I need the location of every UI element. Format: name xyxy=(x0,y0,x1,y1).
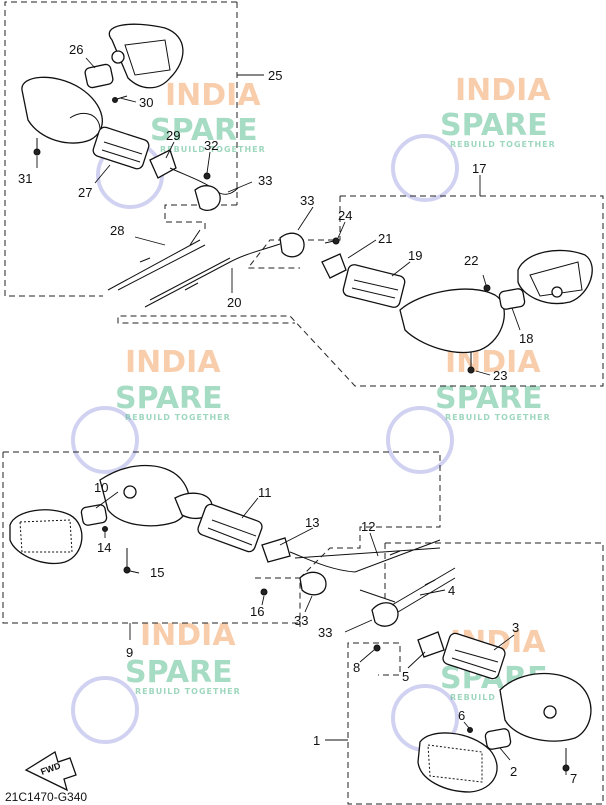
bulb-2 xyxy=(484,728,512,750)
callout-14: 14 xyxy=(97,540,111,555)
stay-3 xyxy=(442,632,506,680)
callout-9: 9 xyxy=(126,645,133,660)
grommet-33-top xyxy=(194,185,221,211)
callout-27: 27 xyxy=(78,185,92,200)
watermark-line1: INDIA xyxy=(125,345,221,380)
bulb-18 xyxy=(498,288,526,310)
callout-21: 21 xyxy=(378,231,392,246)
body-23 xyxy=(399,288,505,354)
callout-17: 17 xyxy=(472,161,486,176)
watermark-tagline: REBUILD TOGETHER xyxy=(445,413,551,422)
watermark-line2: SPARE xyxy=(125,655,233,690)
forward-arrow-icon: FWD xyxy=(24,750,77,792)
lens-front-right xyxy=(417,732,498,793)
body-27 xyxy=(21,76,103,144)
watermark-bottom-left: INDIA SPARE REBUILD TOGETHER xyxy=(71,618,241,744)
callout-23: 23 xyxy=(493,368,507,383)
watermark-top-right: INDIA SPARE REBUILD TOGETHER xyxy=(391,73,556,202)
front-left-turn-signal xyxy=(9,464,441,596)
bulb-26 xyxy=(84,63,114,89)
callout-22: 22 xyxy=(464,253,478,268)
watermark-mid-right: INDIA SPARE REBUILD TOGETHER xyxy=(386,345,551,474)
callout-5: 5 xyxy=(402,669,409,684)
callout-10: 10 xyxy=(94,480,108,495)
callout-19: 19 xyxy=(408,248,422,263)
wire-12 xyxy=(289,539,441,573)
callout-8: 8 xyxy=(353,660,360,675)
callout-2: 2 xyxy=(510,764,517,779)
callout-labels: 25 26 30 29 32 33 27 31 28 20 33 24 21 1… xyxy=(18,42,577,786)
watermark-line1: INDIA xyxy=(140,618,236,653)
watermark-line2: SPARE xyxy=(115,381,223,416)
stay-19 xyxy=(342,264,406,308)
callout-26: 26 xyxy=(69,42,83,57)
watermark-line2: SPARE xyxy=(435,381,543,416)
lens-front-left xyxy=(9,509,83,565)
callout-33-mid: 33 xyxy=(294,613,308,628)
callout-1: 1 xyxy=(313,733,320,748)
callout-30: 30 xyxy=(139,95,153,110)
watermark-tagline: REBUILD TOGETHER xyxy=(160,145,266,154)
callout-33-right: 33 xyxy=(300,193,314,208)
wire-4 xyxy=(359,567,456,613)
callout-16: 16 xyxy=(250,604,264,619)
watermark-mid-left: INDIA SPARE REBUILD TOGETHER xyxy=(71,345,231,474)
grommet-33-right xyxy=(279,232,305,258)
watermark-tagline: REBUILD TOGETHER xyxy=(125,413,231,422)
grommet-33-bottom xyxy=(371,602,399,627)
watermark-line2: SPARE xyxy=(440,108,548,143)
bracket-29 xyxy=(149,149,177,179)
rear-left-turn-signal xyxy=(21,23,239,291)
callout-20: 20 xyxy=(227,295,241,310)
callout-3: 3 xyxy=(512,620,519,635)
bracket-5 xyxy=(417,631,445,658)
callout-28: 28 xyxy=(110,223,124,238)
callout-18: 18 xyxy=(519,331,533,346)
callout-32: 32 xyxy=(204,138,218,153)
callout-4: 4 xyxy=(448,583,455,598)
watermark-top-left: INDIA SPARE REBUILD TOGETHER xyxy=(96,78,266,209)
bulb-10 xyxy=(80,504,108,526)
rear-right-turn-signal xyxy=(144,232,593,374)
front-right-turn-signal xyxy=(359,567,592,793)
watermark-line1: INDIA xyxy=(165,78,261,113)
callout-11: 11 xyxy=(258,485,272,500)
watermark-tagline: REBUILD TOGETHER xyxy=(135,687,241,696)
watermark-tagline: REBUILD TOGETHER xyxy=(450,140,556,149)
callout-12: 12 xyxy=(361,519,375,534)
stay-27 xyxy=(92,126,150,170)
leader-lines xyxy=(36,57,567,775)
callout-29: 29 xyxy=(166,128,180,143)
callout-15: 15 xyxy=(150,565,164,580)
callout-7: 7 xyxy=(570,771,577,786)
grommet-33-mid xyxy=(299,571,327,596)
wire-20 xyxy=(144,243,281,308)
bracket-21 xyxy=(321,253,347,279)
callout-24: 24 xyxy=(338,208,352,223)
watermark-line2: SPARE xyxy=(150,113,258,148)
stay-11 xyxy=(197,503,263,553)
watermark-line1: INDIA xyxy=(455,73,551,108)
wire-28 xyxy=(107,229,206,291)
diagram-code: 21C1470-G340 xyxy=(5,790,87,804)
bracket-13 xyxy=(261,537,291,563)
callout-31: 31 xyxy=(18,171,32,186)
callout-6: 6 xyxy=(458,708,465,723)
callout-13: 13 xyxy=(305,515,319,530)
callout-25: 25 xyxy=(268,68,282,83)
callout-33-bottom: 33 xyxy=(318,625,332,640)
callout-33-top: 33 xyxy=(258,173,272,188)
